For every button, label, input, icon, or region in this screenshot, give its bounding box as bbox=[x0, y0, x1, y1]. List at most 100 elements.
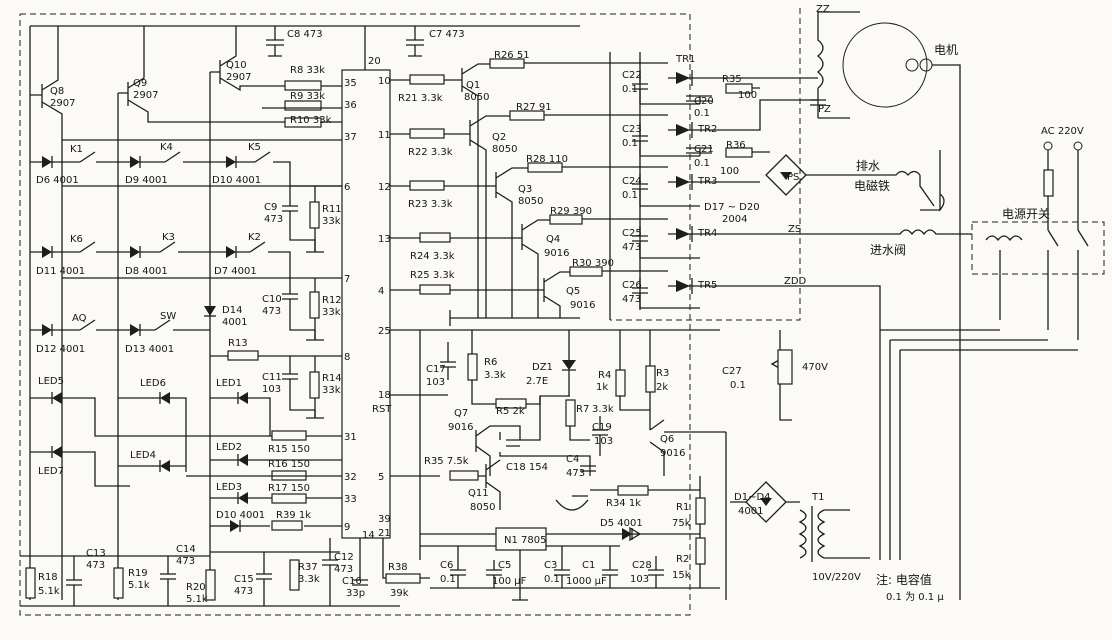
ic-pin-right-21: 21 bbox=[378, 528, 391, 539]
ic-rst-label: RST bbox=[372, 404, 392, 415]
label-c23: C23 bbox=[622, 124, 642, 135]
label-r19-value: 5.1k bbox=[128, 580, 150, 591]
label-r8: R8 33k bbox=[290, 65, 325, 76]
label-r6-value: 3.3k bbox=[484, 370, 506, 381]
label-c8: C8 473 bbox=[287, 29, 323, 40]
label-d14-value: 4001 bbox=[222, 317, 247, 328]
label-d10a: D10 4001 bbox=[212, 175, 261, 186]
resistor-r37 bbox=[289, 559, 300, 591]
label-led5: LED5 bbox=[38, 376, 64, 387]
label-r37-value: 3.3k bbox=[298, 574, 320, 585]
label-q1: Q1 bbox=[466, 80, 480, 91]
label-tr1: TR1 bbox=[675, 54, 695, 65]
resistor-r10 bbox=[284, 117, 322, 128]
capacitor-c11 bbox=[282, 356, 316, 418]
label-q2: Q2 bbox=[492, 132, 506, 143]
label-c22: C22 bbox=[622, 70, 642, 81]
label-d10b: D10 4001 bbox=[216, 510, 265, 521]
label-t1: T1 bbox=[811, 492, 824, 503]
ic-pin-left-7: 7 bbox=[344, 274, 350, 285]
label-c27-value: 0.1 bbox=[730, 380, 746, 391]
label-r30: R30 390 bbox=[572, 258, 614, 269]
label-c28-value: 103 bbox=[630, 574, 649, 585]
label-sw: SW bbox=[160, 311, 176, 322]
bottom-rails bbox=[20, 555, 400, 607]
label-q10: Q10 bbox=[226, 60, 247, 71]
drain-solenoid bbox=[806, 170, 940, 211]
label-c26: C26 bbox=[622, 280, 642, 291]
motor-area-outline bbox=[610, 8, 801, 321]
ic-pin-right-39: 39 bbox=[378, 514, 391, 525]
label-d12: D12 4001 bbox=[36, 344, 85, 355]
capacitor-c9 bbox=[282, 186, 316, 252]
led-row-1 bbox=[30, 392, 342, 472]
label-c7: C7 473 bbox=[429, 29, 465, 40]
bridge-d17-diode bbox=[780, 172, 792, 180]
label-r16: R16 150 bbox=[268, 459, 310, 470]
resistor-r9 bbox=[284, 100, 322, 111]
label-r35a-value: 100 bbox=[738, 90, 757, 101]
ic-pin-left-8: 8 bbox=[344, 352, 350, 363]
label-q7: Q7 bbox=[454, 408, 468, 419]
label-r6: R6 bbox=[484, 357, 497, 368]
label-c10: C10 bbox=[262, 294, 282, 305]
capacitor-c10 bbox=[282, 278, 316, 340]
power-switch-outline bbox=[971, 221, 1105, 275]
capacitor-c12-c16 bbox=[322, 538, 368, 606]
label-led2: LED2 bbox=[216, 442, 242, 453]
label-q7-value: 9016 bbox=[448, 422, 473, 433]
mains-distribution bbox=[880, 329, 1078, 351]
label-d5: D5 4001 bbox=[600, 518, 643, 529]
label-led7: LED7 bbox=[38, 466, 64, 477]
label-q5: Q5 bbox=[566, 286, 580, 297]
ic-pin-left-32: 32 bbox=[344, 472, 357, 483]
diode-d14 bbox=[204, 306, 216, 316]
label-r13: R13 bbox=[228, 338, 248, 349]
label-c1-value: 1000 μF bbox=[566, 576, 607, 587]
ic-pin-left-33: 33 bbox=[344, 494, 357, 505]
power-switch-coil bbox=[985, 235, 1023, 242]
power-switch-contacts bbox=[1047, 229, 1089, 247]
label-q2-value: 8050 bbox=[492, 144, 517, 155]
ic-pin-left-6: 6 bbox=[344, 182, 350, 193]
ic-pin-left-9: 9 bbox=[344, 522, 350, 533]
label-q4: Q4 bbox=[546, 234, 560, 245]
label-r18: R18 bbox=[38, 572, 58, 583]
mains-terminal-n bbox=[1073, 141, 1083, 151]
motor-return-wire bbox=[932, 64, 961, 600]
mains-terminal-l bbox=[1043, 141, 1053, 151]
label-c28: C28 bbox=[632, 560, 652, 571]
label-inlet: 进水阀 bbox=[870, 243, 906, 257]
label-r28: R28 110 bbox=[526, 154, 568, 165]
label-ps: PS bbox=[787, 172, 799, 183]
label-r15: R15 150 bbox=[268, 444, 310, 455]
key-row-1 bbox=[30, 151, 342, 187]
label-r9: R9 33k bbox=[290, 91, 325, 102]
capacitor-c7 bbox=[406, 26, 424, 57]
r11-wire bbox=[306, 186, 324, 253]
label-c22-value: 0.1 bbox=[622, 84, 638, 95]
label-c14: C14 bbox=[176, 544, 196, 555]
label-r38: R38 bbox=[388, 562, 408, 573]
label-dz1-value: 2.7E bbox=[526, 376, 548, 387]
label-led4: LED4 bbox=[130, 450, 156, 461]
label-power-switch: 电源开关 bbox=[1002, 207, 1050, 221]
label-q10-value: 2907 bbox=[226, 72, 251, 83]
label-r35b: R35 7.5k bbox=[424, 456, 469, 467]
capacitor-c8 bbox=[266, 26, 284, 57]
label-r3-value: 2k bbox=[656, 382, 668, 393]
label-c3: C3 bbox=[544, 560, 557, 571]
label-c11-value: 103 bbox=[262, 384, 281, 395]
label-d8: D8 4001 bbox=[125, 266, 168, 277]
mains-down bbox=[889, 340, 901, 560]
transistor-q9 bbox=[118, 26, 342, 123]
label-q3: Q3 bbox=[518, 184, 532, 195]
label-n1: N1 7805 bbox=[504, 535, 546, 546]
label-r2-value: 15k bbox=[672, 570, 691, 581]
label-t1-value: 10V/220V bbox=[812, 572, 861, 583]
label-r18-value: 5.1k bbox=[38, 586, 60, 597]
key-row-2 bbox=[30, 241, 342, 279]
label-zdd: ZDD bbox=[784, 276, 807, 287]
